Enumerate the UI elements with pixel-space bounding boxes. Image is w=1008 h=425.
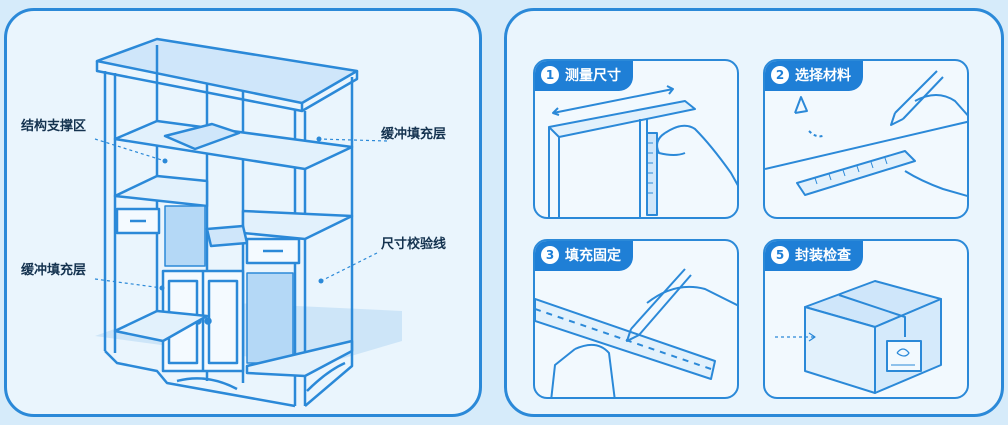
callout-size-calibration: 尺寸校验线: [381, 237, 447, 252]
pencil-ruler-icon: [765, 70, 967, 197]
step-card-measure: 1 测量尺寸: [533, 59, 739, 219]
step-label: 测量尺寸: [565, 68, 621, 84]
callout-structure-support: 结构支撑区: [21, 119, 87, 134]
step-tab-1: 1 测量尺寸: [535, 61, 633, 91]
cabinet-panel: 结构支撑区 缓冲填充层 缓冲填充层 尺寸校验线: [4, 8, 482, 417]
step-tab-2: 2 选择材料: [765, 61, 863, 91]
step-card-package-check: 5 封装检查: [763, 239, 969, 399]
pencil-mark-icon: [535, 268, 737, 397]
step-number-badge: 2: [771, 66, 789, 84]
step-number-badge: 5: [771, 246, 789, 264]
step-label: 封装检查: [795, 248, 851, 264]
box-icon: [775, 280, 942, 394]
step-card-fill-fix: 3 填充固定: [533, 239, 739, 399]
measuring-tape-icon: [548, 85, 737, 217]
cabinet-illustration: [94, 37, 402, 408]
steps-panel: 1 测量尺寸: [504, 8, 1004, 417]
step-tab-5: 5 封装检查: [765, 241, 863, 271]
callout-buffer-fill-right: 缓冲填充层: [381, 127, 447, 142]
step-label: 填充固定: [565, 248, 621, 264]
step-tab-3: 3 填充固定: [535, 241, 633, 271]
callout-buffer-fill-left: 缓冲填充层: [21, 263, 87, 278]
step-number-badge: 3: [541, 246, 559, 264]
step-number-badge: 1: [541, 66, 559, 84]
step-card-select-material: 2 选择材料: [763, 59, 969, 219]
step-label: 选择材料: [795, 68, 851, 84]
